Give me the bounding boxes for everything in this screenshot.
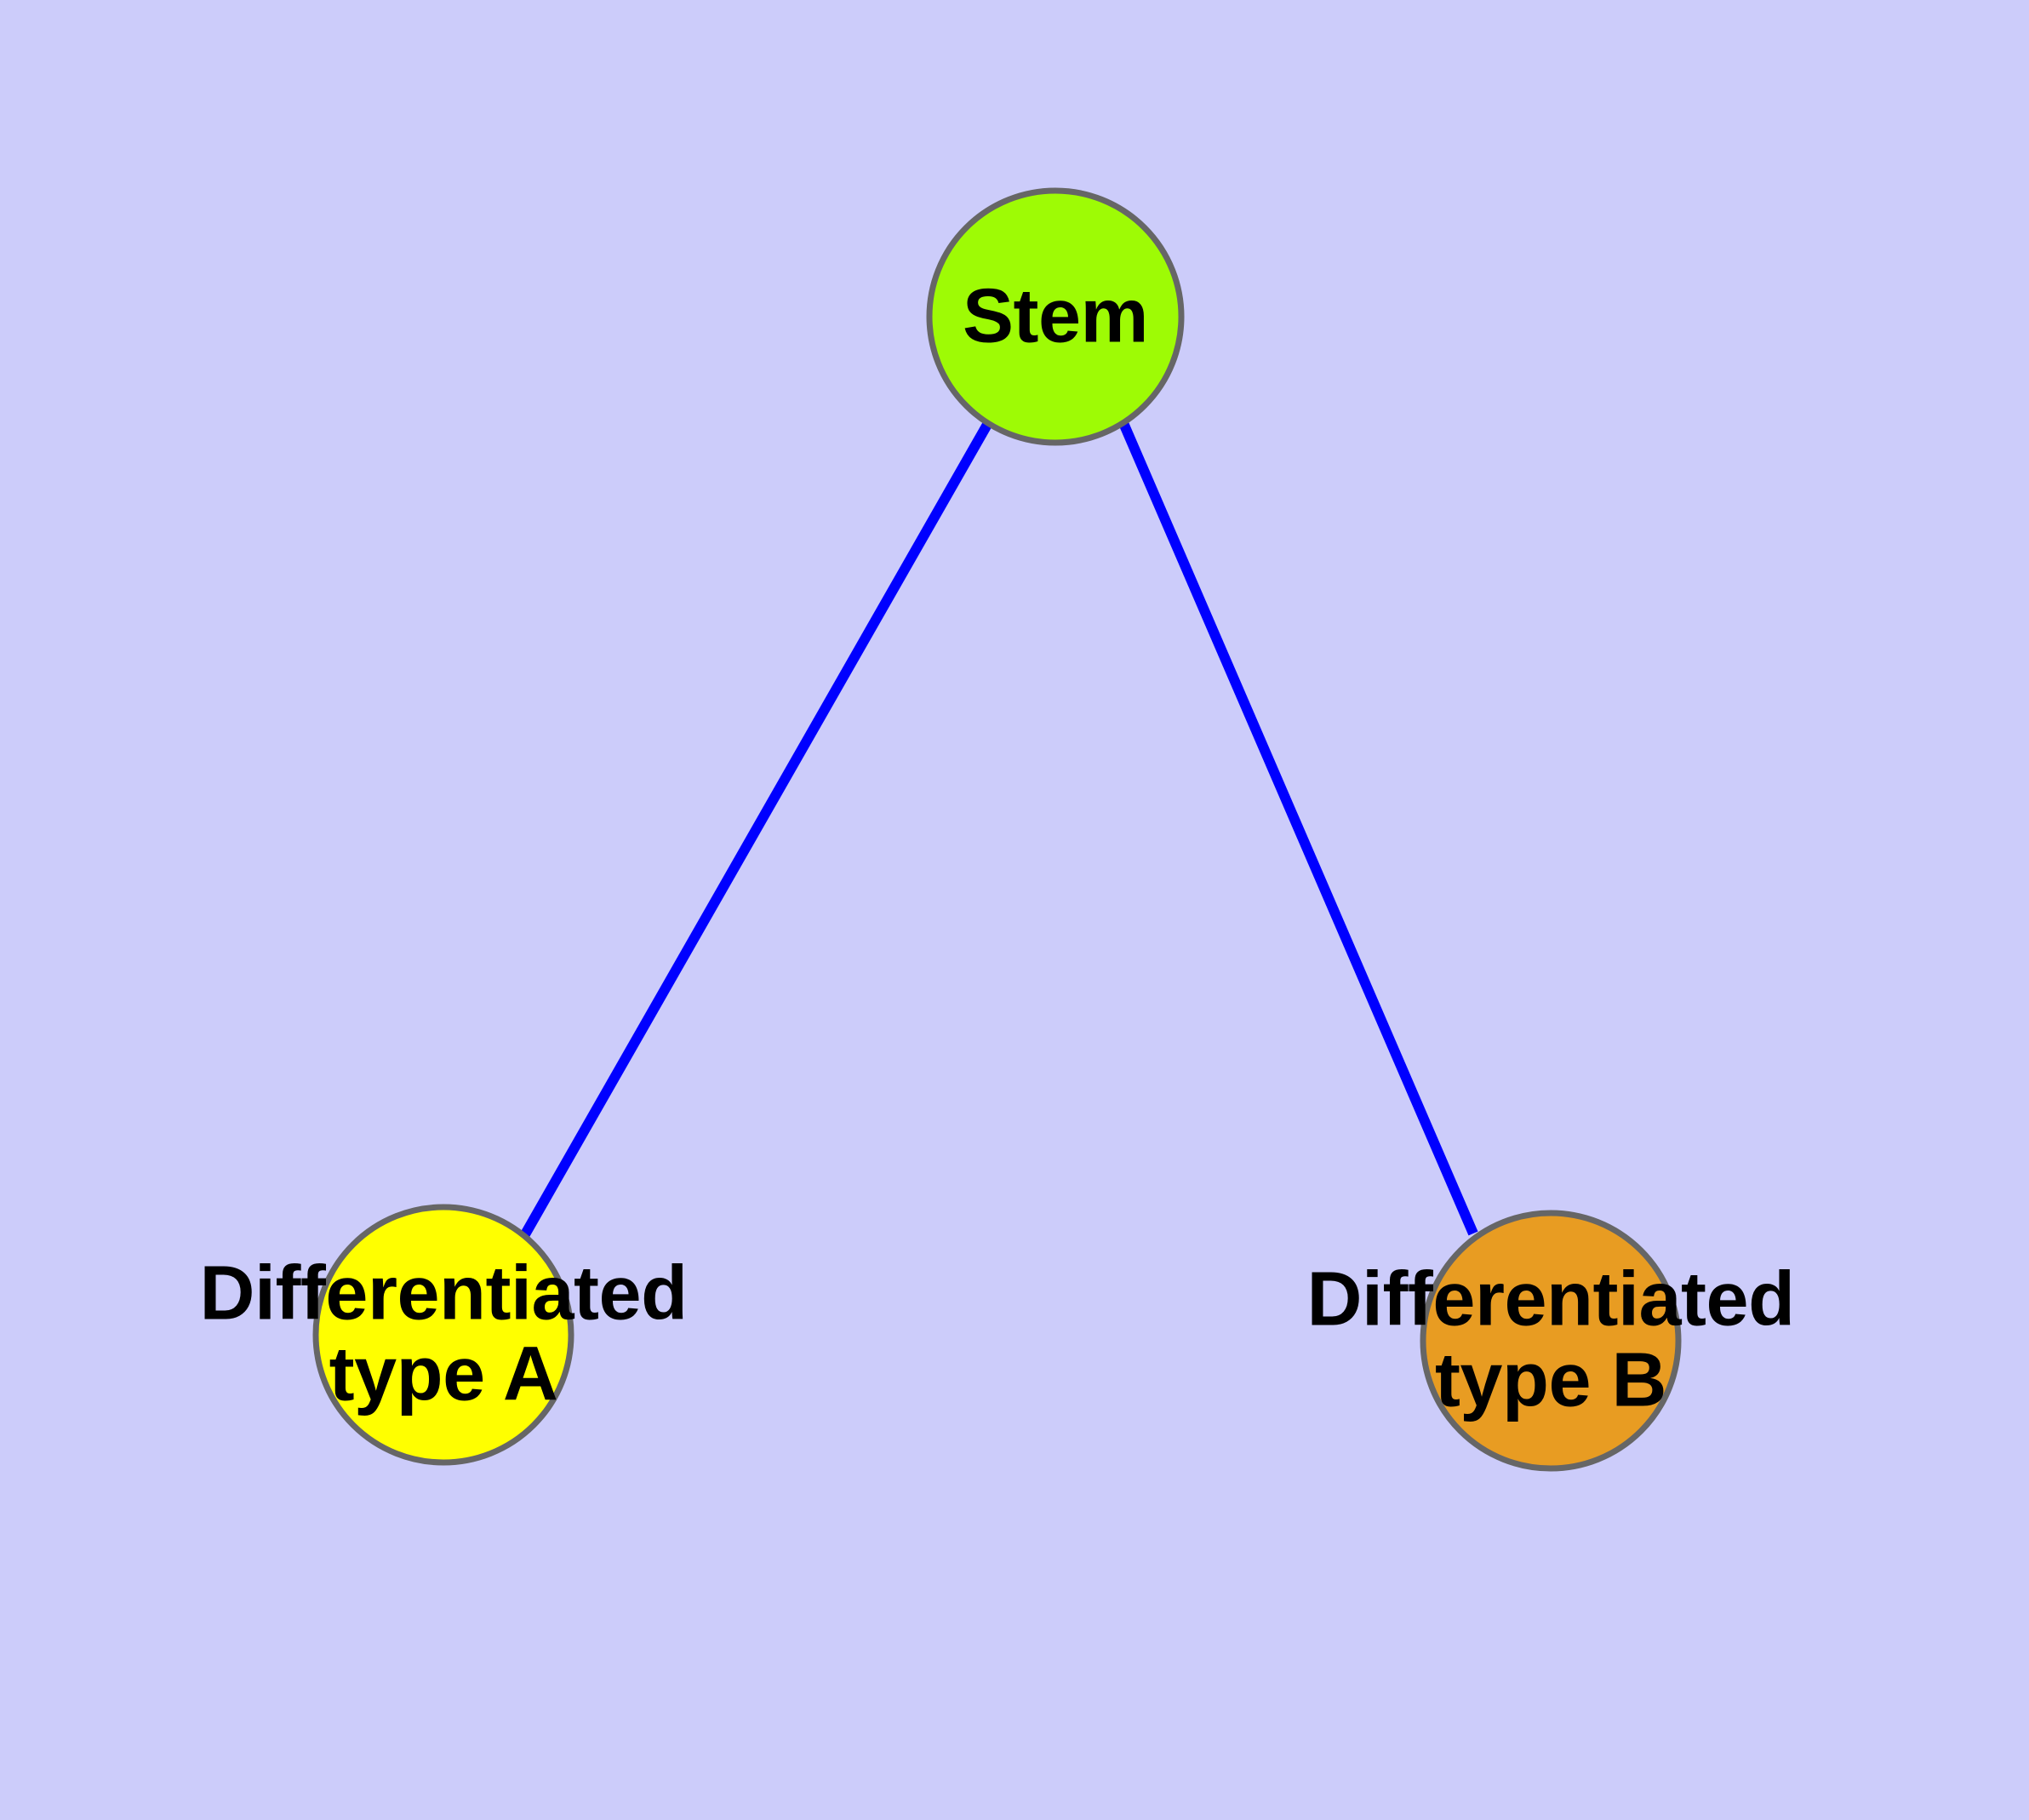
edge-group: [520, 421, 1478, 1237]
edge-stem-to-diff-b[interactable]: [1118, 421, 1478, 1236]
edge-stem-to-diff-a[interactable]: [520, 421, 993, 1237]
node-group: [312, 187, 1682, 1472]
node-diff-a[interactable]: [312, 1204, 574, 1466]
node-stem[interactable]: [926, 187, 1185, 446]
node-diff-b[interactable]: [1420, 1210, 1682, 1472]
